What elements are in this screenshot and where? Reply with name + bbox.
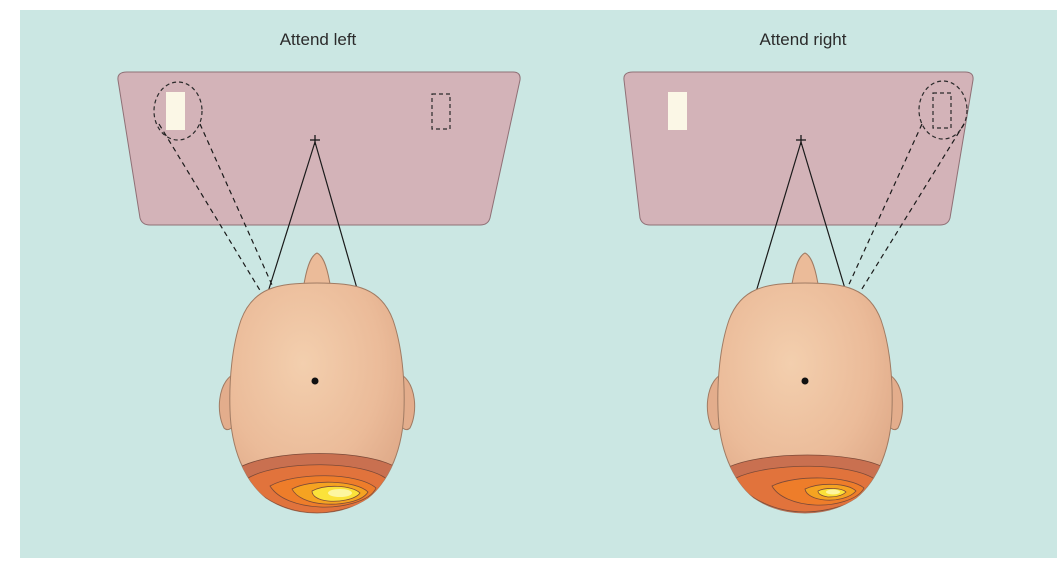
attended-stimulus [166, 92, 185, 130]
panel-title-right: Attend right [703, 30, 903, 50]
head-center-dot [312, 378, 319, 385]
unattended-stimulus [668, 92, 687, 130]
head-center-dot [802, 378, 809, 385]
panel-title-left: Attend left [218, 30, 418, 50]
